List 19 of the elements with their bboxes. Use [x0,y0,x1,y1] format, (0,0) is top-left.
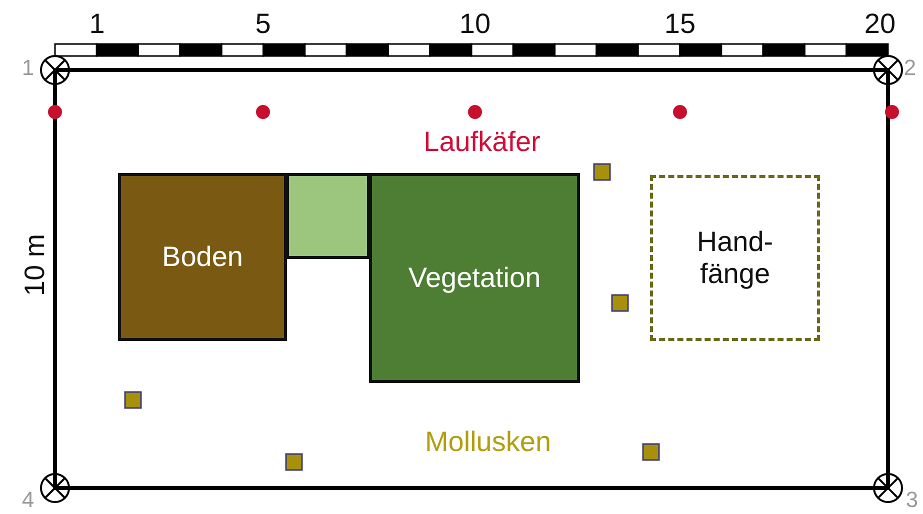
scale-number: 10 [459,10,491,38]
group-label: Mollusken [424,428,552,456]
area-label: Boden [162,241,243,273]
scale-number: 15 [664,10,696,38]
dimension-label: 10 m [21,234,49,296]
scale-number: 20 [864,10,896,38]
group-label: Laufkäfer [424,128,540,156]
corner-number: 2 [904,57,916,79]
scale-number: 1 [89,10,105,38]
plot-area [286,173,370,259]
area-label: Vegetation [408,262,541,294]
corner-number: 3 [906,489,918,511]
soil-plot [118,173,287,341]
corner-number: 1 [22,57,34,79]
corner-number: 4 [22,489,34,511]
hand-catch-area [650,175,820,341]
area-label: Hand- fänge [696,226,774,290]
vegetation-plot [369,173,580,383]
scale-number: 5 [255,10,271,38]
